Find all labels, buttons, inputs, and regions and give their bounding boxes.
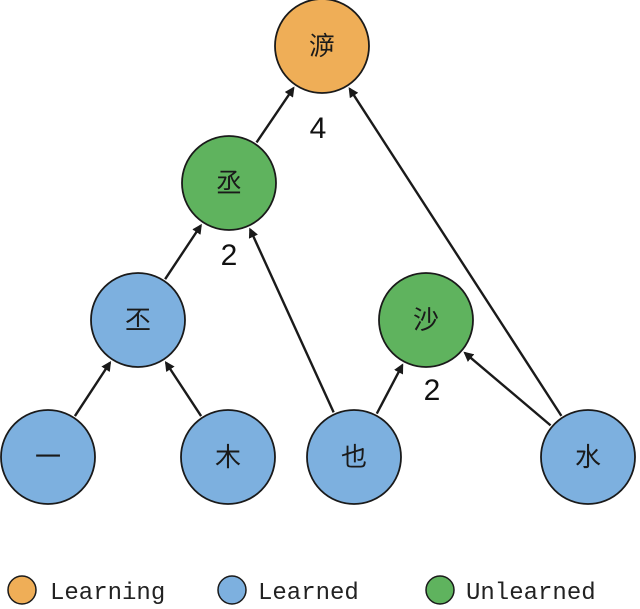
edge-b1-to-left xyxy=(73,360,112,417)
legend-label-unlearned: Unlearned xyxy=(466,580,596,607)
node-glyph-b4: 水 xyxy=(575,443,601,473)
node-circle-mid xyxy=(181,135,277,231)
nodes: 㴑4丞2沙2丕一木也水 xyxy=(0,0,636,505)
legend: Learning Learned Unlearned xyxy=(7,575,596,607)
node-b1: 一 xyxy=(0,409,96,505)
node-circle-b3 xyxy=(306,409,402,505)
edge-b4-to-right xyxy=(463,351,552,427)
edge-mid-to-top xyxy=(255,86,295,144)
node-glyph-b1: 一 xyxy=(35,443,61,473)
node-circle-b4 xyxy=(540,409,636,505)
node-glyph-right: 沙 xyxy=(413,306,439,336)
edges xyxy=(73,86,563,427)
node-circle-b1 xyxy=(0,409,96,505)
legend-item-unlearned: Unlearned xyxy=(425,575,596,607)
node-b2: 木 xyxy=(180,409,276,505)
edge-b2-to-left xyxy=(164,360,203,417)
legend-item-learned: Learned xyxy=(217,575,359,607)
node-b4: 水 xyxy=(540,409,636,505)
node-circle-right xyxy=(378,272,474,368)
edge-b4-to-top xyxy=(348,87,563,417)
node-circle-top xyxy=(274,0,370,94)
legend-swatch-learned xyxy=(217,575,247,605)
node-glyph-top: 㴑 xyxy=(309,32,335,62)
node-glyph-left: 丕 xyxy=(125,306,151,336)
node-glyph-b3: 也 xyxy=(341,443,367,473)
node-left: 丕 xyxy=(90,272,186,368)
legend-swatch-learning xyxy=(7,575,37,605)
node-circle-left xyxy=(90,272,186,368)
legend-label-learning: Learning xyxy=(50,580,165,607)
legend-item-learning: Learning xyxy=(7,575,165,607)
legend-label-learned: Learned xyxy=(258,580,359,607)
node-count-top: 4 xyxy=(310,112,327,145)
node-count-right: 2 xyxy=(424,374,441,407)
edge-b3-to-mid xyxy=(248,227,335,413)
node-right: 沙2 xyxy=(378,272,474,407)
node-glyph-b2: 木 xyxy=(215,443,241,473)
node-glyph-mid: 丞 xyxy=(216,169,242,199)
node-circle-b2 xyxy=(180,409,276,505)
edge-b3-to-right xyxy=(375,363,404,415)
edge-left-to-mid xyxy=(164,223,202,280)
node-mid: 丞2 xyxy=(181,135,277,272)
legend-swatch-unlearned xyxy=(425,575,455,605)
node-top: 㴑4 xyxy=(274,0,370,145)
node-count-mid: 2 xyxy=(221,239,238,272)
node-b3: 也 xyxy=(306,409,402,505)
